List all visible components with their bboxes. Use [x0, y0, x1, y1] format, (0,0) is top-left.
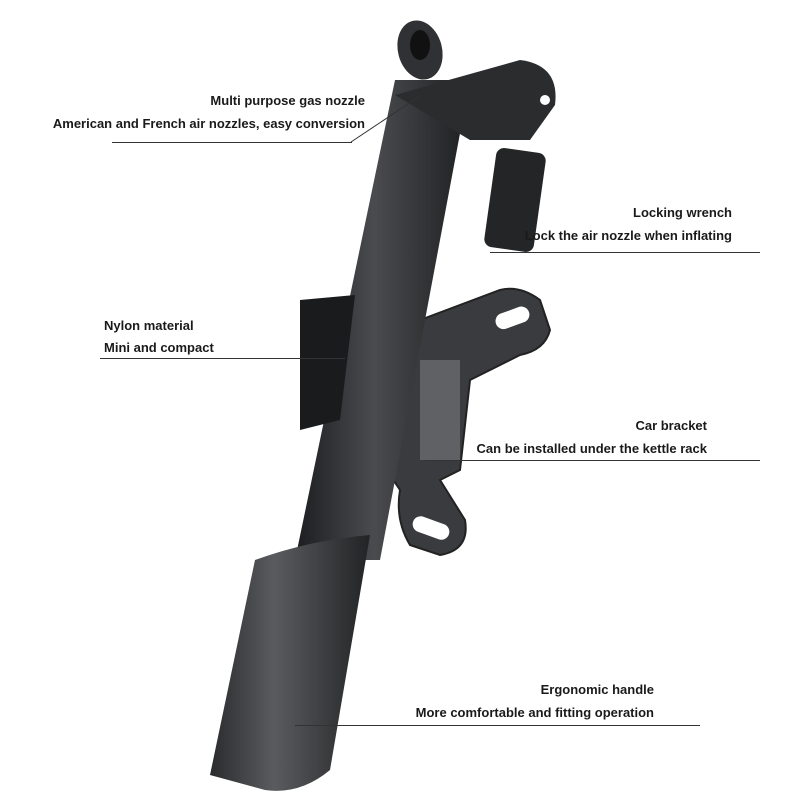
callout-wrench-title: Locking wrench [633, 205, 732, 220]
callout-nozzle-title: Multi purpose gas nozzle [210, 93, 365, 108]
callout-nylon-title: Nylon material [104, 318, 194, 333]
callout-bracket-line [425, 460, 760, 461]
callout-handle-desc: More comfortable and fitting operation [415, 705, 654, 720]
callout-nylon-line [100, 358, 345, 359]
callout-nylon-desc: Mini and compact [104, 340, 214, 355]
callout-bracket-desc: Can be installed under the kettle rack [476, 441, 707, 456]
callout-nozzle-line [112, 142, 352, 143]
callout-handle-line [295, 725, 700, 726]
car-bracket [378, 287, 552, 557]
nozzle-head [395, 20, 556, 252]
callout-nozzle-desc: American and French air nozzles, easy co… [52, 116, 365, 131]
callout-wrench-desc: Lock the air nozzle when inflating [524, 228, 732, 243]
callout-handle-title: Ergonomic handle [540, 682, 654, 697]
pump-barrel [295, 80, 470, 560]
callout-bracket-title: Car bracket [635, 418, 707, 433]
pump-handle [210, 535, 370, 791]
callout-wrench-line [490, 252, 760, 253]
